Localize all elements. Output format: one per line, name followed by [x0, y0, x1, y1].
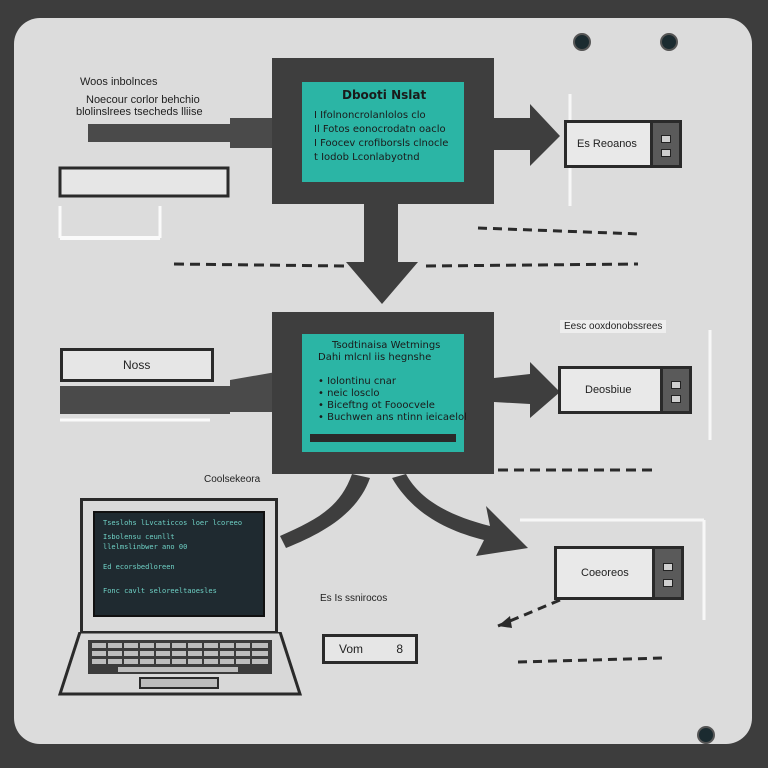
top-right-plug: Es Reoanos [564, 120, 682, 168]
dash-arrowhead-1 [498, 616, 512, 628]
arrow-right-mid [494, 362, 560, 418]
mid-left-box-label: Noss [123, 358, 151, 372]
laptop-line-1: Tseslohs lLvcaticcos loer lcoreeo [103, 519, 243, 527]
mid-monitor-line-4: • Buchwen ans ntinn ieicaelol [318, 412, 467, 423]
bottom-right-plug-label: Coeoreos [581, 567, 629, 579]
plug-cap-icon [652, 549, 681, 597]
laptop-line-3: llelmslinbwer ano 00 [103, 543, 188, 551]
top-monitor-frame: Dbooti Nslat I Ifolnoncrolanlolos clo Il… [272, 58, 494, 204]
dash-bottom-arrow-1 [497, 598, 561, 628]
dash-top-right-1 [477, 226, 641, 236]
mid-monitor-frame: Tsodtinaisa Wetmings Dahi mlcnl iis hegn… [272, 312, 494, 474]
top-left-subtitle-2: blolinslrees tsecheds lliise [76, 106, 203, 118]
top-monitor-screen: Dbooti Nslat I Ifolnoncrolanlolos clo Il… [302, 82, 464, 182]
mid-monitor-progress-bar [310, 434, 456, 442]
arrow-right-top [494, 104, 560, 166]
top-right-plug-label: Es Reoanos [577, 138, 637, 150]
mid-monitor-title: Tsodtinaisa Wetmings [332, 340, 441, 351]
left-box-top-2 [58, 166, 230, 198]
laptop-keyboard [58, 632, 302, 696]
laptop-caption: Coolsekeora [204, 474, 261, 485]
dash-bottom-2 [517, 656, 665, 664]
bottom-right-plug: Coeoreos [554, 546, 684, 600]
laptop-line-7: Fonc cavlt seloreeltaoesles [103, 587, 217, 595]
arrow-down-middle [346, 196, 418, 304]
corner-dot-top-2 [660, 33, 678, 51]
left-connector-top [88, 118, 276, 148]
top-monitor-title: Dbooti Nslat [342, 88, 427, 102]
bottom-mid-box: Vom 8 [322, 634, 418, 664]
top-monitor-line-2: Il Fotos eonocrodatn oaclo [314, 124, 446, 135]
dash-top-left [173, 262, 345, 268]
mid-monitor-line-3: • Biceftng ot Fooocvele [318, 400, 435, 411]
corner-dot-top-1 [573, 33, 591, 51]
dash-top-right-2 [425, 262, 639, 268]
laptop-line-2: Isbolensu ceunllt [103, 533, 175, 541]
laptop-screen-frame: Tseslohs lLvcaticcos loer lcoreeo Isbole… [80, 498, 278, 634]
arrow-curve-left [280, 474, 370, 548]
mid-monitor-subtitle: Dahi mlcnl iis hegnshe [318, 352, 432, 363]
arrow-curve-right [392, 474, 528, 556]
mid-monitor-line-2: • neic losclo [318, 388, 380, 399]
bottom-mid-box-suffix: 8 [396, 642, 403, 656]
mid-right-plug-label: Deosbiue [585, 384, 632, 396]
laptop-terminal: Tseslohs lLvcaticcos loer lcoreeo Isbole… [93, 511, 265, 617]
mid-monitor-line-1: • Iolontinu cnar [318, 376, 397, 387]
top-monitor-line-4: t Iodob Lconlabyotnd [314, 152, 420, 163]
bottom-mid-caption: Es Is ssnirocos [320, 593, 388, 604]
mid-left-box: Noss [60, 348, 214, 382]
top-left-subtitle-1: Noecour corlor behchio [86, 94, 200, 106]
mid-monitor-screen: Tsodtinaisa Wetmings Dahi mlcnl iis hegn… [302, 334, 467, 452]
corner-dot-bottom [697, 726, 715, 744]
bottom-mid-box-label: Vom [339, 642, 364, 656]
mid-right-plug: Deosbiue [558, 366, 692, 414]
top-left-title: Woos inbolnces [80, 76, 158, 88]
top-monitor-line-1: I Ifolnoncrolanlolos clo [314, 110, 426, 121]
mid-right-header: Eesc ooxdonobssrees [560, 320, 667, 333]
left-connector-mid [60, 372, 276, 414]
plug-cap-icon [660, 369, 689, 411]
plug-cap-icon [650, 123, 679, 165]
top-monitor-line-3: I Foocev crofiborsls clnocle [314, 138, 449, 149]
laptop-line-5: Ed ecorsbedloreen [103, 563, 175, 571]
